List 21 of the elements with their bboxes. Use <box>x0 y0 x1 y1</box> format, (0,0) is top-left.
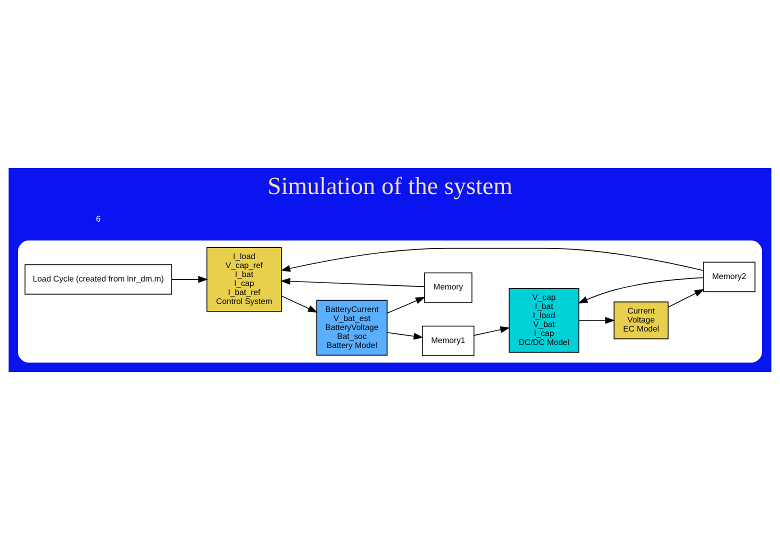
arrow <box>386 296 426 314</box>
arrow <box>578 316 616 324</box>
node-box: Current Voltage EC Model <box>614 302 669 340</box>
node-box: Memory2 <box>702 262 756 292</box>
diagram-title: Simulation of the system <box>268 173 512 200</box>
label: 6 <box>96 214 101 224</box>
arrow <box>280 278 425 288</box>
arrow <box>281 296 318 313</box>
arrow <box>386 332 424 340</box>
node-box: Memory1 <box>422 326 474 356</box>
node-box: I_load V_cap_ref I_bat I_cap I_bat_ref Control System <box>206 247 282 312</box>
arrow <box>668 289 704 308</box>
arrow <box>280 248 704 272</box>
arrow <box>171 276 208 283</box>
node-box: BatteryCurrent V_bat_est BatteryVoltage Bat_soc Battery Model <box>316 300 388 356</box>
cluster <box>18 240 762 363</box>
node-box: V_cap I_bat I_load V_bat I_cap DC/DC Model <box>508 288 580 353</box>
node-box: Memory <box>424 272 472 303</box>
arrow <box>578 277 704 304</box>
arrow <box>474 326 510 336</box>
node-box: Load Cycle (created from lnr_dm.m) <box>24 264 172 295</box>
